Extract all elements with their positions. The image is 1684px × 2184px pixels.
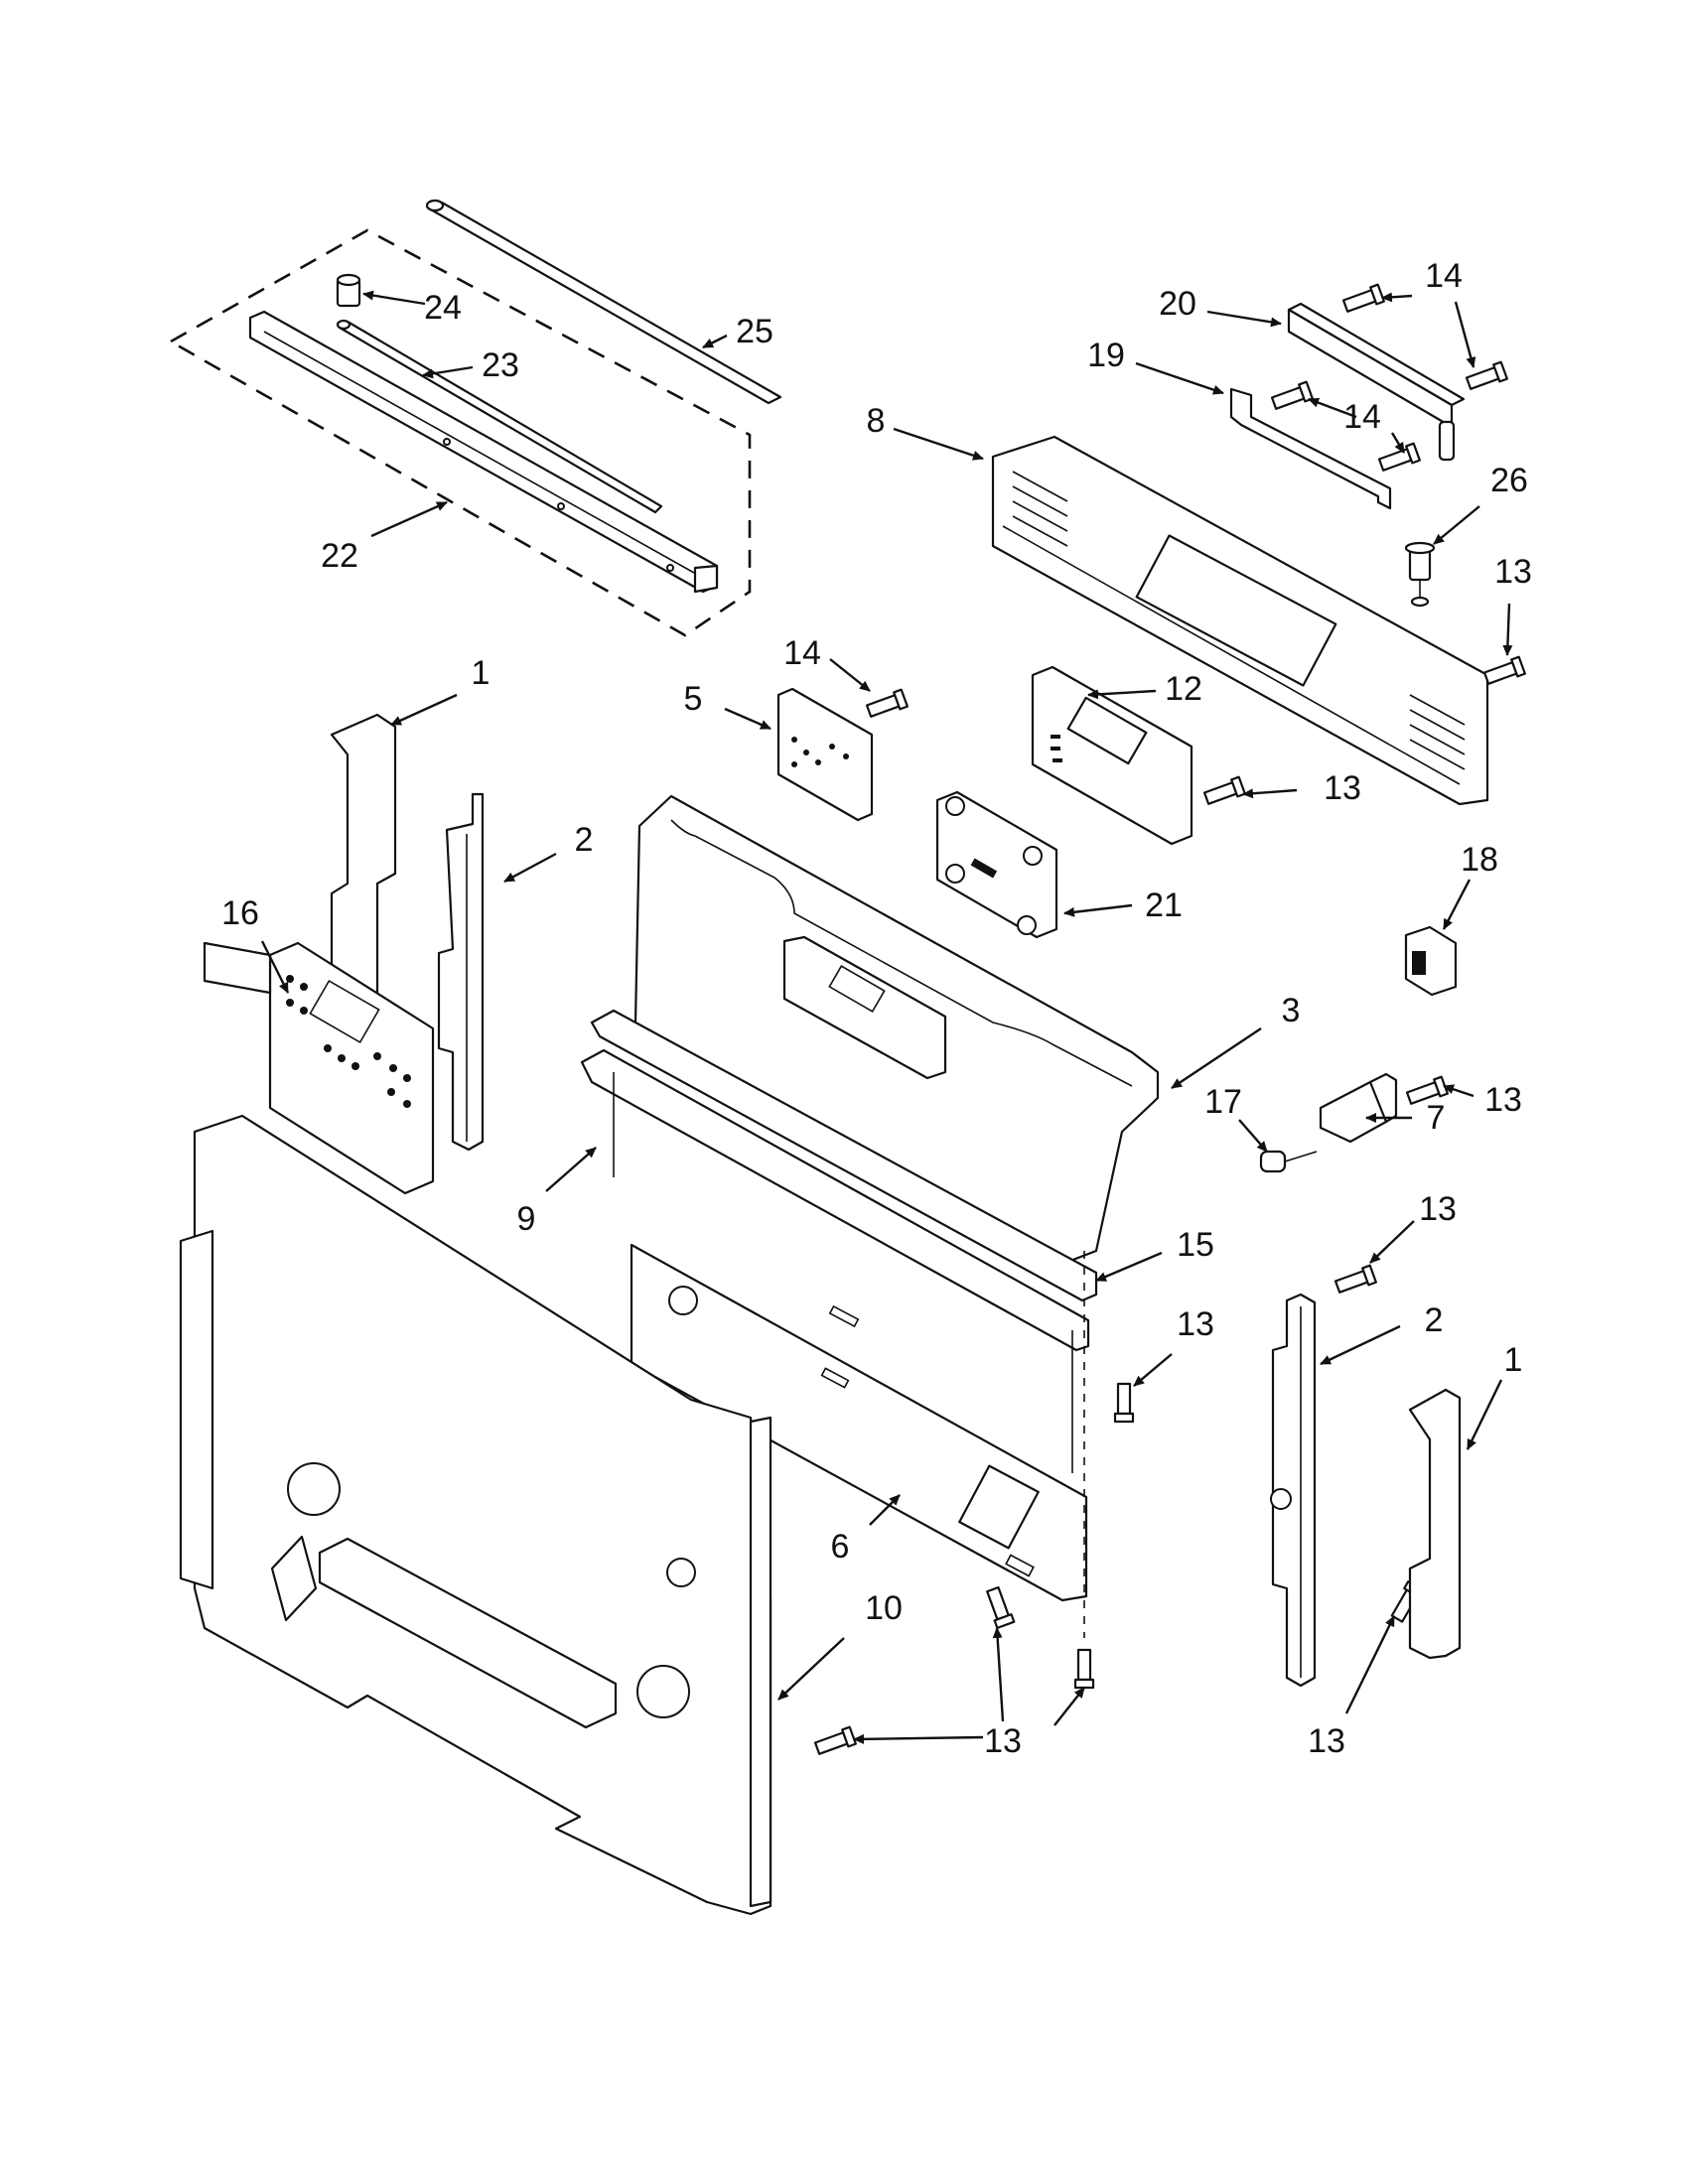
vent-slots-left bbox=[1012, 471, 1068, 547]
callout-18: 18 bbox=[1461, 841, 1498, 879]
part-10-back-panel bbox=[179, 1114, 772, 1916]
part-9-mounting-channel bbox=[580, 1009, 1098, 1473]
part-7-bracket bbox=[1319, 1072, 1398, 1144]
callout-5: 5 bbox=[684, 680, 703, 718]
callout-10: 10 bbox=[865, 1589, 903, 1627]
part-2-side-bracket-left bbox=[437, 792, 485, 1152]
callout-13-console: 13 bbox=[1494, 553, 1532, 591]
callout-14-mid: 14 bbox=[1343, 398, 1381, 436]
screw-13-vertical-1 bbox=[1113, 1382, 1135, 1424]
callout-8: 8 bbox=[867, 402, 886, 440]
screw-14-board bbox=[865, 688, 909, 718]
screw-13-console bbox=[1482, 655, 1526, 685]
screw-13-lower-2 bbox=[813, 1725, 857, 1755]
callout-13-vertical: 13 bbox=[1177, 1305, 1214, 1343]
callout-13-bracket7: 13 bbox=[1484, 1081, 1522, 1119]
screw-13-lower-1 bbox=[986, 1585, 1016, 1629]
part-1-side-trim-left bbox=[330, 713, 397, 1015]
part-6-rear-panel bbox=[630, 1243, 1088, 1602]
vent-slots-right bbox=[1409, 694, 1466, 770]
callout-1-left: 1 bbox=[472, 654, 491, 692]
callout-6: 6 bbox=[831, 1528, 850, 1566]
part-3-console-front bbox=[633, 794, 1160, 1263]
screw-13-board bbox=[1202, 775, 1246, 805]
part-8-console-rear-panel bbox=[991, 435, 1489, 806]
callout-labels: 24 25 23 22 20 14 19 14 8 26 13 14 5 12 … bbox=[221, 257, 1532, 1760]
callout-26: 26 bbox=[1490, 462, 1528, 499]
callout-1-right: 1 bbox=[1504, 1341, 1523, 1379]
vent-assembly-group bbox=[168, 199, 782, 637]
part-21-interface-board bbox=[935, 790, 1058, 939]
callout-2-left: 2 bbox=[575, 821, 594, 859]
callout-13-right-upper: 13 bbox=[1419, 1190, 1457, 1228]
callout-20: 20 bbox=[1159, 285, 1196, 323]
callout-14-board: 14 bbox=[783, 634, 821, 672]
screw-14-mid-1 bbox=[1270, 380, 1314, 410]
screw-14-mid-2 bbox=[1377, 442, 1421, 472]
callout-21: 21 bbox=[1145, 887, 1183, 924]
diamond-cutout bbox=[270, 1535, 318, 1622]
screw-13-vertical-2 bbox=[1073, 1648, 1095, 1690]
callout-25: 25 bbox=[736, 313, 773, 350]
slot-opening bbox=[318, 1537, 618, 1729]
screw-13-right-upper bbox=[1333, 1264, 1377, 1294]
callout-14-top: 14 bbox=[1425, 257, 1463, 295]
part-24-clip bbox=[336, 273, 361, 308]
callout-22: 22 bbox=[321, 537, 358, 575]
callout-13-board: 13 bbox=[1324, 769, 1361, 807]
callout-17: 17 bbox=[1204, 1083, 1242, 1121]
screw-14-top bbox=[1341, 283, 1385, 313]
callout-9: 9 bbox=[517, 1200, 536, 1238]
part-16-touchpad-overlay bbox=[203, 941, 435, 1195]
screw-14-top-right bbox=[1465, 360, 1508, 390]
callout-15: 15 bbox=[1177, 1226, 1214, 1264]
part-1-side-trim-right bbox=[1408, 1388, 1462, 1660]
part-25-trim-strip bbox=[425, 199, 782, 405]
part-12-control-board bbox=[1031, 665, 1193, 846]
part-22-vent-channel bbox=[248, 310, 719, 594]
callout-13-right-lower: 13 bbox=[1308, 1722, 1345, 1760]
callout-12: 12 bbox=[1165, 670, 1202, 708]
callout-19: 19 bbox=[1087, 337, 1125, 374]
part-2-side-bracket-right bbox=[1270, 1293, 1317, 1688]
callout-23: 23 bbox=[482, 346, 519, 384]
part-26-hinge-pin bbox=[1404, 541, 1436, 608]
callout-16: 16 bbox=[221, 894, 259, 932]
callout-3: 3 bbox=[1282, 992, 1301, 1029]
part-17-knob bbox=[1259, 1150, 1318, 1173]
part-5-relay-board bbox=[776, 687, 874, 822]
callout-13-lower: 13 bbox=[984, 1722, 1022, 1760]
callout-2-right: 2 bbox=[1425, 1301, 1444, 1339]
display-window-cutout bbox=[1135, 534, 1337, 687]
dashed-assembly-outline bbox=[168, 228, 752, 637]
leader-lines bbox=[260, 290, 1513, 1744]
part-20-bracket bbox=[1287, 302, 1466, 462]
part-18-relay bbox=[1404, 925, 1458, 997]
callout-7: 7 bbox=[1427, 1099, 1446, 1137]
part-23-rod bbox=[336, 319, 663, 514]
callout-24: 24 bbox=[424, 289, 462, 327]
part-19-bracket bbox=[1229, 387, 1392, 510]
